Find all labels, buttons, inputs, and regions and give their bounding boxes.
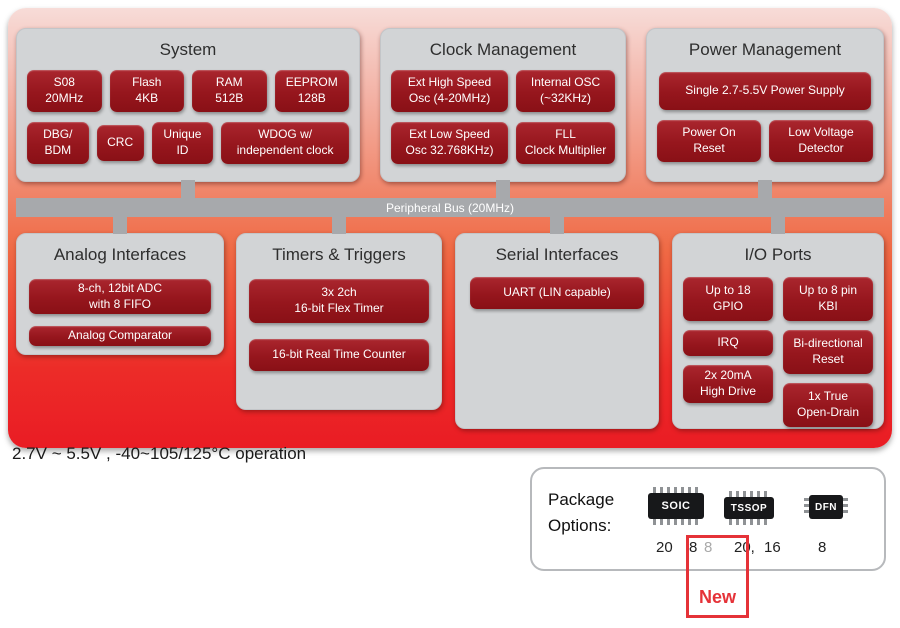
bus-connector: [113, 216, 127, 234]
badge-ram: RAM 512B: [192, 70, 267, 112]
system-box: System S08 20MHz Flash 4KB RAM 512B EEPR…: [16, 28, 360, 182]
clock-row-2: Ext Low Speed Osc 32.768KHz) FLL Clock M…: [391, 122, 615, 164]
badge-high-drive: 2x 20mA High Drive: [683, 365, 773, 403]
badge-open-drain: 1x True Open-Drain: [783, 383, 873, 427]
power-management-title: Power Management: [688, 40, 842, 59]
chip-pins-icon: [729, 519, 769, 525]
serial-interfaces-box: Serial Interfaces UART (LIN capable): [455, 233, 659, 429]
chip-pads-icon: [804, 498, 809, 516]
serial-interfaces-title: Serial Interfaces: [495, 245, 619, 264]
soic-chip-body: SOIC: [648, 493, 704, 519]
clock-management-box: Clock Management Ext High Speed Osc (4-2…: [380, 28, 626, 182]
badge-s08: S08 20MHz: [27, 70, 102, 112]
bus-connector: [332, 216, 346, 234]
badge-power-on-reset: Power On Reset: [657, 120, 761, 162]
soic-pin-count-8: 8: [689, 539, 698, 556]
badge-kbi: Up to 8 pin KBI: [783, 277, 873, 321]
badge-low-voltage-detector: Low Voltage Detector: [769, 120, 873, 162]
analog-interfaces-title: Analog Interfaces: [53, 245, 187, 264]
badge-analog-comparator: Analog Comparator: [29, 326, 211, 346]
timers-triggers-box: Timers & Triggers 3x 2ch 16-bit Flex Tim…: [236, 233, 442, 410]
bus-connector: [496, 180, 510, 198]
peripheral-bus-label: Peripheral Bus (20MHz): [385, 200, 515, 215]
soic-package-icon: SOIC: [648, 487, 704, 525]
power-row: Power On Reset Low Voltage Detector: [657, 120, 873, 162]
badge-ext-high-speed-osc: Ext High Speed Osc (4-20MHz): [391, 70, 509, 112]
soic-label: SOIC: [661, 500, 691, 512]
badge-flash: Flash 4KB: [109, 70, 184, 112]
io-ports-title: I/O Ports: [744, 245, 812, 264]
clock-row-1: Ext High Speed Osc (4-20MHz) Internal OS…: [391, 70, 615, 112]
badge-bidirectional-reset: Bi-directional Reset: [783, 330, 873, 374]
badge-eeprom: EEPROM 128B: [274, 70, 349, 112]
power-management-box: Power Management Single 2.7-5.5V Power S…: [646, 28, 884, 182]
system-row-2: DBG/ BDM CRC Unique ID WDOG w/ independe…: [27, 122, 349, 164]
analog-interfaces-box: Analog Interfaces 8-ch, 12bit ADC with 8…: [16, 233, 224, 355]
operating-range-note: 2.7V ~ 5.5V , -40~105/125°C operation: [12, 444, 307, 463]
badge-real-time-counter: 16-bit Real Time Counter: [249, 339, 429, 371]
new-package-label: New: [698, 587, 736, 607]
new-package-highlight-box: New: [686, 535, 749, 618]
tssop-chip-body: TSSOP: [724, 497, 774, 519]
badge-crc: CRC: [96, 125, 144, 161]
soic-pin-count-20: 20: [656, 539, 673, 556]
chip-pads-icon: [843, 498, 848, 516]
badge-gpio: Up to 18 GPIO: [683, 277, 773, 321]
io-ports-box: I/O Ports Up to 18 GPIO IRQ 2x 20mA High…: [672, 233, 884, 429]
bus-connector: [771, 216, 785, 234]
badge-flex-timer: 3x 2ch 16-bit Flex Timer: [249, 279, 429, 323]
badge-uart: UART (LIN capable): [470, 277, 644, 309]
dfn-label: DFN: [814, 501, 838, 513]
io-ports-columns: Up to 18 GPIO IRQ 2x 20mA High Drive Up …: [683, 277, 873, 427]
badge-wdog: WDOG w/ independent clock: [221, 122, 349, 164]
io-ports-left-column: Up to 18 GPIO IRQ 2x 20mA High Drive: [683, 277, 773, 427]
tssop-pin-count-20: 20,: [734, 539, 755, 556]
tssop-label: TSSOP: [730, 502, 768, 514]
badge-unique-id: Unique ID: [151, 122, 214, 164]
io-ports-right-column: Up to 8 pin KBI Bi-directional Reset 1x …: [783, 277, 873, 427]
package-options-label: Package Options:: [548, 490, 615, 536]
tssop-package-icon: TSSOP: [724, 491, 774, 525]
badge-dbg-bdm: DBG/ BDM: [27, 122, 89, 164]
bus-connector: [758, 180, 772, 198]
system-title: System: [159, 40, 217, 59]
dfn-chip-body: DFN: [809, 495, 843, 519]
package-options-box: Package Options: SOIC TSSOP DFN 20 8 8 2…: [530, 467, 886, 571]
badge-irq: IRQ: [683, 330, 773, 356]
chip-pins-icon: [653, 519, 699, 525]
tssop-pin-count-16: 16: [764, 539, 781, 556]
bus-connector: [550, 216, 564, 234]
badge-fll-multiplier: FLL Clock Multiplier: [516, 122, 615, 164]
chip-pins-icon: [729, 491, 769, 497]
bus-connector: [181, 180, 195, 198]
new-pin-count-8: 8: [704, 539, 713, 556]
badge-adc: 8-ch, 12bit ADC with 8 FIFO: [29, 279, 211, 315]
dfn-pin-count-8: 8: [818, 539, 827, 556]
dfn-package-icon: DFN: [804, 495, 848, 519]
chip-pins-icon: [653, 487, 699, 493]
system-row-1: S08 20MHz Flash 4KB RAM 512B EEPROM 128B: [27, 70, 349, 112]
peripheral-bus: Peripheral Bus (20MHz): [16, 198, 884, 217]
clock-management-title: Clock Management: [429, 40, 577, 59]
badge-internal-osc: Internal OSC (~32KHz): [516, 70, 615, 112]
badge-ext-low-speed-osc: Ext Low Speed Osc 32.768KHz): [391, 122, 509, 164]
timers-triggers-title: Timers & Triggers: [272, 245, 406, 264]
badge-power-supply: Single 2.7-5.5V Power Supply: [659, 72, 871, 110]
